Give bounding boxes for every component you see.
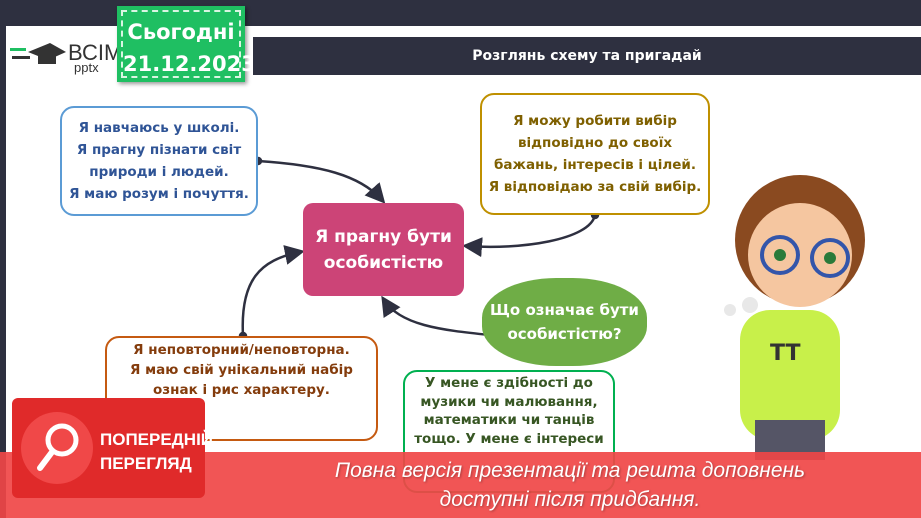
arrow-gold (462, 214, 597, 258)
arrow-blue (257, 159, 386, 204)
graduation-cap-icon (10, 43, 66, 64)
magnifier-icon (21, 412, 93, 484)
banner-text: Повна версія презентації та решта доповн… (334, 459, 806, 511)
date-label: Сьогодні (127, 20, 235, 44)
slide-title: Розглянь схему та пригадай (253, 37, 921, 75)
box-school: Я навчаюсь у школі.Я прагну пізнати світ… (60, 106, 258, 216)
box-unique: Я неповторний/неповторна.Я маю свій унік… (105, 336, 378, 441)
thinking-boy-illustration: TT (724, 175, 865, 460)
date-badge: Сьогодні 21.12.2023 (117, 6, 256, 82)
arrow-cloud (381, 295, 491, 337)
date-value: 21.12.2023 (123, 52, 256, 76)
logo-sub: pptx (74, 60, 99, 75)
logo-text: ВСІМ (68, 40, 123, 65)
vsim-logo: ВСІМ pptx (8, 38, 123, 75)
preview-badge (12, 398, 205, 498)
svg-text:TT: TT (770, 341, 801, 366)
arrow-orange (241, 245, 305, 337)
